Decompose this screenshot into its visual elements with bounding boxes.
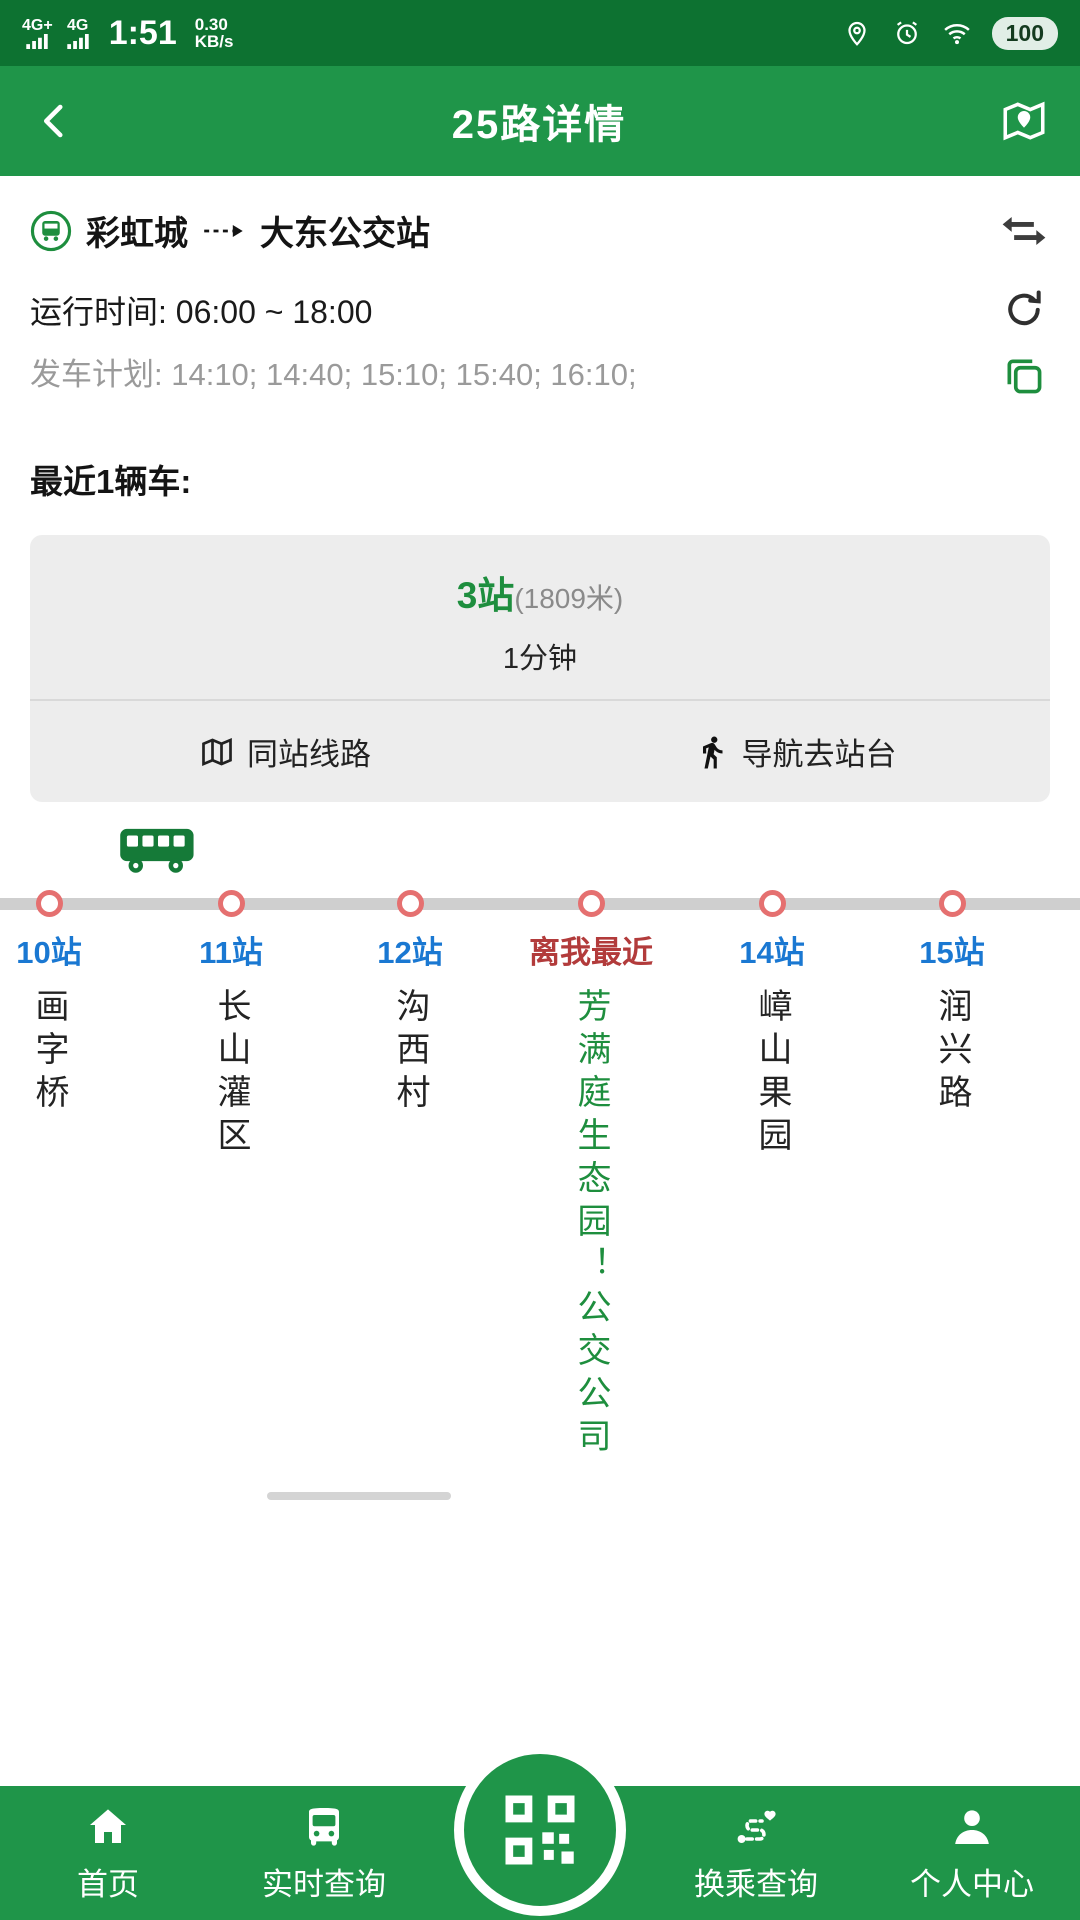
status-bar: 4G+ 4G 1:51 0.30 KB/s 100 bbox=[0, 0, 1080, 66]
station-label: 10站 bbox=[16, 935, 82, 970]
alarm-icon bbox=[896, 21, 917, 45]
map-view-button[interactable] bbox=[996, 93, 1052, 149]
qr-scan-button[interactable] bbox=[454, 1744, 626, 1916]
same-station-lines-button[interactable]: 同站线路 bbox=[30, 701, 540, 802]
route-info-actions bbox=[998, 287, 1050, 403]
nav-item-label: 实时查询 bbox=[262, 1866, 386, 1902]
station-label: 离我最近 bbox=[529, 935, 653, 970]
speed-value: 0.30 bbox=[194, 15, 228, 34]
copy-icon bbox=[1007, 359, 1042, 394]
home-icon bbox=[90, 1808, 126, 1843]
transfer-route-icon bbox=[737, 1810, 776, 1843]
nearest-bus-heading: 最近1辆车: bbox=[30, 463, 192, 500]
station-label: 14站 bbox=[739, 935, 805, 970]
route-line bbox=[0, 898, 1080, 910]
network-indicator-2: 4G bbox=[66, 16, 89, 49]
route-direction-arrow-icon bbox=[204, 224, 243, 237]
route-summary-row: 彩虹城 大东公交站 bbox=[0, 176, 1080, 255]
station-label: 15站 bbox=[919, 935, 985, 970]
swap-arrows-icon bbox=[1002, 216, 1046, 245]
card-divider bbox=[30, 699, 1050, 701]
signal-bars-icon bbox=[66, 33, 89, 49]
arrival-card: 3站(1809米) 1分钟 同站线路 导航去站台 bbox=[30, 535, 1050, 802]
run-time-text: 运行时间: 06:00 ~ 18:00 bbox=[30, 294, 373, 330]
nav-item-realtime[interactable]: 实时查询 bbox=[216, 1786, 432, 1920]
station-dot bbox=[758, 890, 786, 917]
navigate-to-platform-button[interactable]: 导航去站台 bbox=[540, 701, 1050, 802]
map-icon bbox=[1003, 101, 1045, 141]
nav-item-home[interactable]: 首页 bbox=[0, 1786, 216, 1920]
nav-item-transfer[interactable]: 换乘查询 bbox=[648, 1786, 864, 1920]
swap-direction-button[interactable] bbox=[998, 209, 1050, 253]
nav-item-label: 首页 bbox=[77, 1866, 139, 1902]
station-dot bbox=[35, 890, 63, 917]
nav-item-label: 换乘查询 bbox=[694, 1866, 818, 1902]
route-info-texts: 运行时间: 06:00 ~ 18:00 发车计划: 14:10; 14:40; … bbox=[30, 287, 998, 403]
card-buttons: 同站线路 导航去站台 bbox=[30, 701, 1050, 802]
station-dot bbox=[938, 890, 966, 917]
arrival-stats: 3站(1809米) bbox=[30, 535, 1050, 623]
network-speed: 0.30 KB/s bbox=[195, 16, 234, 50]
location-icon bbox=[847, 21, 866, 46]
route-origin: 彩虹城 bbox=[86, 215, 188, 253]
station-name: 沟西村 bbox=[391, 988, 429, 1117]
bus-position-icon bbox=[120, 828, 194, 873]
same-station-lines-label: 同站线路 bbox=[247, 737, 371, 772]
route-map: 10站 画字桥 11站 长山灌区 12站 沟西村 离我最近 芳满庭生态园！公交公… bbox=[0, 802, 1080, 1562]
app-header: 25路详情 bbox=[0, 66, 1080, 176]
station-label: 12站 bbox=[377, 935, 443, 970]
back-button[interactable] bbox=[28, 94, 82, 148]
bus-icon bbox=[309, 1807, 339, 1846]
station-dot bbox=[396, 890, 424, 917]
walking-person-icon bbox=[702, 736, 722, 768]
station-name: 长山灌区 bbox=[212, 988, 250, 1160]
status-icons: 100 bbox=[842, 16, 1058, 50]
routes-map-icon bbox=[202, 737, 232, 766]
station-dot bbox=[577, 890, 605, 917]
station-name: 画字桥 bbox=[30, 988, 68, 1117]
network-type-label: 4G bbox=[67, 16, 89, 34]
back-chevron-icon bbox=[43, 104, 63, 138]
network-indicator-1: 4G+ bbox=[22, 16, 53, 49]
stops-remaining: 3站 bbox=[456, 575, 515, 616]
clock-time: 1:51 bbox=[108, 13, 177, 52]
nav-item-profile[interactable]: 个人中心 bbox=[864, 1786, 1080, 1920]
battery-indicator: 100 bbox=[991, 16, 1058, 50]
copy-schedule-button[interactable] bbox=[1002, 354, 1046, 403]
bus-badge-icon bbox=[30, 210, 72, 251]
eta-text: 1分钟 bbox=[502, 643, 578, 675]
network-type-label: 4G+ bbox=[22, 16, 53, 34]
scroll-drag-handle[interactable] bbox=[267, 1492, 451, 1500]
qr-code-icon bbox=[505, 1795, 575, 1865]
speed-unit: KB/s bbox=[194, 32, 234, 51]
departure-schedule-text: 发车计划: 14:10; 14:40; 15:10; 15:40; 16:10; bbox=[30, 357, 637, 392]
station-name: 润兴路 bbox=[933, 988, 971, 1117]
station-label: 11站 bbox=[199, 935, 263, 970]
station-name: 嶂山果园 bbox=[753, 988, 791, 1160]
signal-bars-icon bbox=[26, 33, 49, 49]
distance-remaining: (1809米) bbox=[514, 583, 624, 614]
wifi-icon bbox=[943, 23, 970, 45]
refresh-icon bbox=[1008, 290, 1041, 326]
refresh-button[interactable] bbox=[1002, 287, 1046, 336]
navigate-to-platform-label: 导航去站台 bbox=[741, 737, 897, 772]
station-dot bbox=[217, 890, 245, 917]
route-destination: 大东公交站 bbox=[260, 215, 430, 253]
page-title: 25路详情 bbox=[451, 103, 627, 147]
station-name: 芳满庭生态园！公交公司（ bbox=[572, 988, 610, 1458]
route-info-section: 运行时间: 06:00 ~ 18:00 发车计划: 14:10; 14:40; … bbox=[0, 255, 1080, 403]
nav-item-label: 个人中心 bbox=[910, 1866, 1034, 1902]
person-icon bbox=[955, 1809, 989, 1844]
